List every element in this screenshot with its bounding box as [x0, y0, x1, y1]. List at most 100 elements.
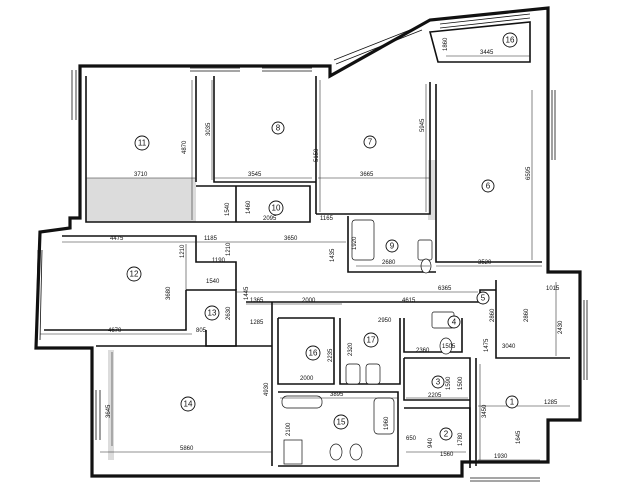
dim-label: 3545 — [248, 172, 262, 178]
dim-label: 1185 — [204, 236, 218, 242]
dim-label: 3680 — [166, 286, 172, 300]
dim-label: 1475 — [484, 338, 490, 352]
dim-label: 4870 — [182, 140, 188, 154]
dim-label: 1920 — [352, 236, 358, 250]
sanitary-fixtures — [281, 219, 455, 465]
room-marker-17: 17 — [363, 332, 379, 348]
dim-label: 3665 — [360, 172, 374, 178]
svg-text:15: 15 — [337, 418, 346, 427]
outer-walls — [34, 6, 588, 482]
room-marker-16b: 16 — [502, 32, 518, 48]
dim-label: 1285 — [250, 320, 264, 326]
svg-text:4: 4 — [452, 318, 457, 327]
dim-label: 4615 — [402, 298, 416, 304]
room-marker-4: 4 — [447, 315, 461, 329]
dim-label: 2000 — [300, 376, 314, 382]
dim-label: 2630 — [226, 306, 232, 320]
dim-label: 1500 — [458, 376, 464, 390]
dim-label: 1505 — [442, 344, 456, 350]
svg-text:8: 8 — [276, 124, 281, 133]
svg-text:17: 17 — [367, 336, 376, 345]
dimension-lines — [40, 55, 570, 461]
svg-text:2: 2 — [444, 430, 449, 439]
svg-text:10: 10 — [272, 204, 281, 213]
room-marker-13: 13 — [204, 305, 220, 321]
dim-label: 4930 — [264, 382, 270, 396]
room-marker-7: 7 — [363, 135, 377, 149]
dim-label: 1210 — [180, 244, 186, 258]
dim-label: 5150 — [314, 148, 320, 162]
dim-label: 3520 — [478, 260, 492, 266]
dim-label: 1930 — [494, 454, 508, 460]
svg-text:1: 1 — [510, 398, 515, 407]
svg-text:12: 12 — [130, 270, 139, 279]
svg-text:3: 3 — [436, 378, 441, 387]
room-marker-12: 12 — [126, 266, 142, 282]
room-marker-3: 3 — [431, 375, 445, 389]
svg-text:6: 6 — [486, 182, 491, 191]
dim-label: 1780 — [458, 432, 464, 446]
dim-label: 2000 — [302, 298, 316, 304]
dim-label: 1560 — [440, 452, 454, 458]
dim-label: 2430 — [558, 320, 564, 334]
room-marker-6: 6 — [481, 179, 495, 193]
svg-text:5: 5 — [481, 294, 486, 303]
svg-text:13: 13 — [208, 309, 217, 318]
dim-label: 940 — [428, 437, 434, 448]
dim-label: 805 — [196, 328, 207, 334]
dim-label: 2360 — [416, 348, 430, 354]
dim-label: 2095 — [263, 216, 277, 222]
dim-label: 4475 — [110, 236, 124, 242]
room-marker-5: 5 — [476, 291, 490, 305]
dim-label: 2205 — [428, 393, 442, 399]
dim-label: 1645 — [516, 430, 522, 444]
room-marker-10: 10 — [268, 200, 284, 216]
dim-label: 5860 — [180, 446, 194, 452]
dimension-labels: 1860 3445 4870 3035 5150 5945 6595 3710 … — [106, 37, 564, 460]
svg-text:9: 9 — [390, 242, 395, 251]
dim-label: 2100 — [286, 422, 292, 436]
dim-label: 1445 — [244, 286, 250, 300]
dim-label: 1190 — [212, 258, 226, 264]
dim-label: 3040 — [502, 344, 516, 350]
dim-label: 5945 — [420, 118, 426, 132]
room-marker-9: 9 — [385, 239, 399, 253]
room-markers: 1 2 3 4 5 6 7 8 9 10 11 12 13 14 15 16 1… — [126, 32, 519, 441]
svg-text:16: 16 — [506, 36, 515, 45]
dim-label: 6365 — [438, 286, 452, 292]
dim-label: 3450 — [482, 404, 488, 418]
dim-label: 2860 — [524, 308, 530, 322]
dim-label: 1860 — [443, 37, 449, 51]
wall-hatching — [86, 160, 436, 460]
room-marker-14: 14 — [180, 396, 196, 412]
dim-label: 2860 — [490, 308, 496, 322]
dim-label: 1960 — [384, 416, 390, 430]
dim-label: 4670 — [108, 328, 122, 334]
dim-label: 1285 — [544, 400, 558, 406]
dim-label: 1015 — [546, 286, 560, 292]
dim-label: 3895 — [330, 392, 344, 398]
dim-label: 3650 — [284, 236, 298, 242]
dim-label: 3645 — [106, 404, 112, 418]
dim-label: 1540 — [225, 202, 231, 216]
room-marker-2: 2 — [439, 427, 453, 441]
svg-text:16: 16 — [309, 349, 318, 358]
room-marker-1: 1 — [505, 395, 519, 409]
dim-label: 3710 — [134, 172, 148, 178]
svg-text:11: 11 — [138, 139, 147, 148]
dim-label: 1365 — [250, 298, 264, 304]
room-marker-16a: 16 — [305, 345, 321, 361]
dim-label: 1435 — [330, 248, 336, 262]
dim-label: 2320 — [348, 342, 354, 356]
dim-label: 1165 — [320, 216, 334, 222]
dim-label: 1460 — [246, 200, 252, 214]
dim-label: 2680 — [382, 260, 396, 266]
room-marker-8: 8 — [271, 121, 285, 135]
room-marker-11: 11 — [134, 135, 150, 151]
dim-label: 2235 — [328, 348, 334, 362]
room-marker-15: 15 — [333, 414, 349, 430]
dim-label: 1540 — [206, 279, 220, 285]
svg-text:7: 7 — [368, 138, 373, 147]
dim-label: 1590 — [446, 376, 452, 390]
